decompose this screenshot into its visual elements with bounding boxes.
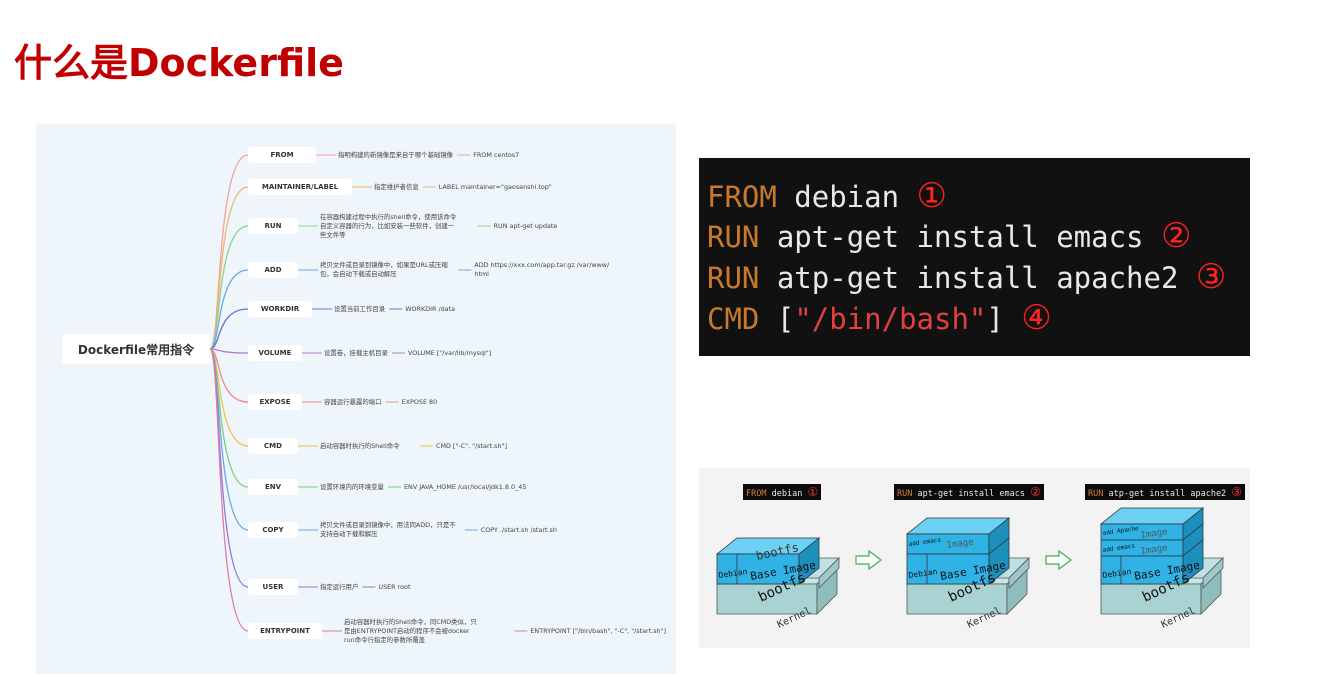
mindmap-node-expose: EXPOSE (248, 394, 302, 410)
code-text: atp-get install apache2 (759, 261, 1196, 295)
mindmap-example: FROM centos7 (473, 150, 520, 159)
code-line: FROM debian ① (707, 176, 947, 216)
mindmap-example: ADD https://xxx.com/app.tar.gz /var/www/… (474, 261, 610, 278)
mindmap-example: LABEL maintainer="gaosanshi.top" (438, 182, 552, 191)
mindmap-branch (209, 225, 249, 350)
mindmap-description: 容器运行暴露的端口 (324, 397, 382, 406)
code-keyword: RUN (707, 261, 760, 295)
mindmap-node-add: ADD (248, 262, 298, 278)
layer-stack-1 (715, 537, 840, 615)
code-text: ] (986, 302, 1022, 336)
image-label: Image (1140, 527, 1168, 541)
mindmap-branch (209, 348, 249, 354)
mindmap-branch (209, 269, 249, 350)
step-number: ② (1160, 216, 1192, 256)
code-keyword: CMD (707, 302, 760, 336)
image-label: Image (1140, 543, 1168, 557)
mindmap-node-run: RUN (248, 218, 298, 234)
mindmap-branch (209, 186, 249, 350)
mindmap-node-from: FROM (248, 147, 316, 163)
arrow-right-icon (855, 549, 882, 571)
mindmap-connectors (209, 154, 528, 632)
mindmap-example: EXPOSE 80 (401, 397, 438, 406)
code-line: RUN atp-get install apache2 ③ (707, 257, 1226, 297)
code-line: CMD ["/bin/bash"] ④ (707, 298, 1052, 338)
layer-step-tag: RUN atp-get install apache2 ③ (1085, 484, 1246, 500)
mindmap-description: 指明构建的新镜像是来自于哪个基础镜像 (338, 150, 454, 159)
layer-stack-2 (905, 517, 1030, 615)
mindmap-description: 指定维护者信息 (374, 182, 419, 191)
mindmap-description: 启动容器时执行的Shell命令 (320, 441, 400, 450)
mindmap-description: 设置环境内的环境变量 (320, 482, 384, 491)
step-number: ③ (1195, 257, 1227, 297)
mindmap-example: ENTRYPOINT ["/bin/bash", "-C", "/start.s… (530, 626, 667, 635)
mindmap-example: COPY ./start.sh /start.sh (480, 525, 557, 534)
dockerfile-mindmap: Dockerfile常用指令 FROM 指明构建的新镜像是来自于哪个基础镜像 FRO… (36, 124, 676, 674)
code-keyword: FROM (707, 180, 777, 214)
mindmap-node-workdir: WORKDIR (248, 301, 312, 317)
mindmap-node-cmd: CMD (248, 438, 298, 454)
debian-label: Debian (718, 567, 748, 580)
debian-label: Debian (908, 567, 938, 580)
mindmap-description: 拷贝文件或目录到镜像中，用法同ADD，只是不支持自动下载和解压 (320, 521, 456, 538)
step-number: ① (916, 176, 948, 216)
mindmap-node-env: ENV (248, 479, 298, 495)
mindmap-example: CMD ["-C", "/start.sh"] (436, 441, 507, 450)
arrow-right-icon (1045, 549, 1072, 571)
layer-stack-3 (1099, 507, 1224, 615)
mindmap-example: RUN apt-get update (493, 221, 558, 230)
mindmap-node-volume: VOLUME (248, 345, 302, 361)
page-title: 什么是Dockerfile (14, 41, 344, 85)
mindmap-node-entrypoint: ENTRYPOINT (248, 623, 322, 639)
layer-step-tag: FROM debian ① (743, 484, 822, 500)
mindmap-example: WORKDIR /data (405, 304, 455, 313)
mindmap-node-maintainer-label: MAINTAINER/LABEL (248, 179, 352, 195)
mindmap-description: 指定运行用户 (320, 582, 359, 591)
mindmap-root: Dockerfile常用指令 (62, 334, 210, 364)
layer-stacks: Debian Base Image bootfs bootfs Kernel a… (715, 507, 1224, 631)
mindmap-branch (209, 348, 249, 632)
mindmap-example: USER root (378, 582, 411, 591)
code-text: [ (759, 302, 795, 336)
mindmap-description: 设置当前工作目录 (334, 304, 386, 313)
mindmap-description: 启动容器时执行的Shell命令，同CMD类似，只是由ENTRYPOINT启动的程… (344, 617, 477, 644)
code-line: RUN apt-get install emacs ② (707, 216, 1191, 256)
step-number: ④ (1021, 298, 1052, 338)
add-emacs-label: add emacs (908, 536, 942, 548)
layer-step-tag: RUN apt-get install emacs ② (894, 484, 1044, 500)
mindmap-branch (209, 154, 249, 350)
add-emacs-label: add emacs (1102, 542, 1136, 554)
mindmap-example: ENV JAVA_HOME /usr/local/jdk1.8.0_45 (404, 482, 527, 491)
image-layers-illustration: FROM debian ① RUN apt-get install emacs … (699, 468, 1250, 648)
mindmap-node-copy: COPY (248, 522, 298, 538)
code-keyword: RUN (707, 220, 760, 254)
mindmap-description: 拷贝文件或目录到镜像中，如果是URL或压缩包，会自动下载或自动解压 (320, 261, 448, 278)
image-label: Image (946, 537, 974, 551)
mindmap-description: 设置卷，挂载主机目录 (324, 348, 388, 357)
mindmap-branch (209, 308, 249, 350)
mindmap-node-user: USER (248, 579, 298, 595)
code-text: debian (776, 180, 917, 214)
dockerfile-code-panel: FROM debian ① RUN apt-get install emacs … (699, 158, 1250, 356)
debian-label: Debian (1102, 567, 1132, 580)
code-text: apt-get install emacs (759, 220, 1161, 254)
mindmap-example: VOLUME ["/var/lib/mysql"] (408, 348, 492, 357)
mindmap-description: 在容器构建过程中执行的shell命令，使用该命令自定义容器的行为，比如安装一些软… (320, 212, 457, 239)
code-string: "/bin/bash" (794, 302, 987, 336)
